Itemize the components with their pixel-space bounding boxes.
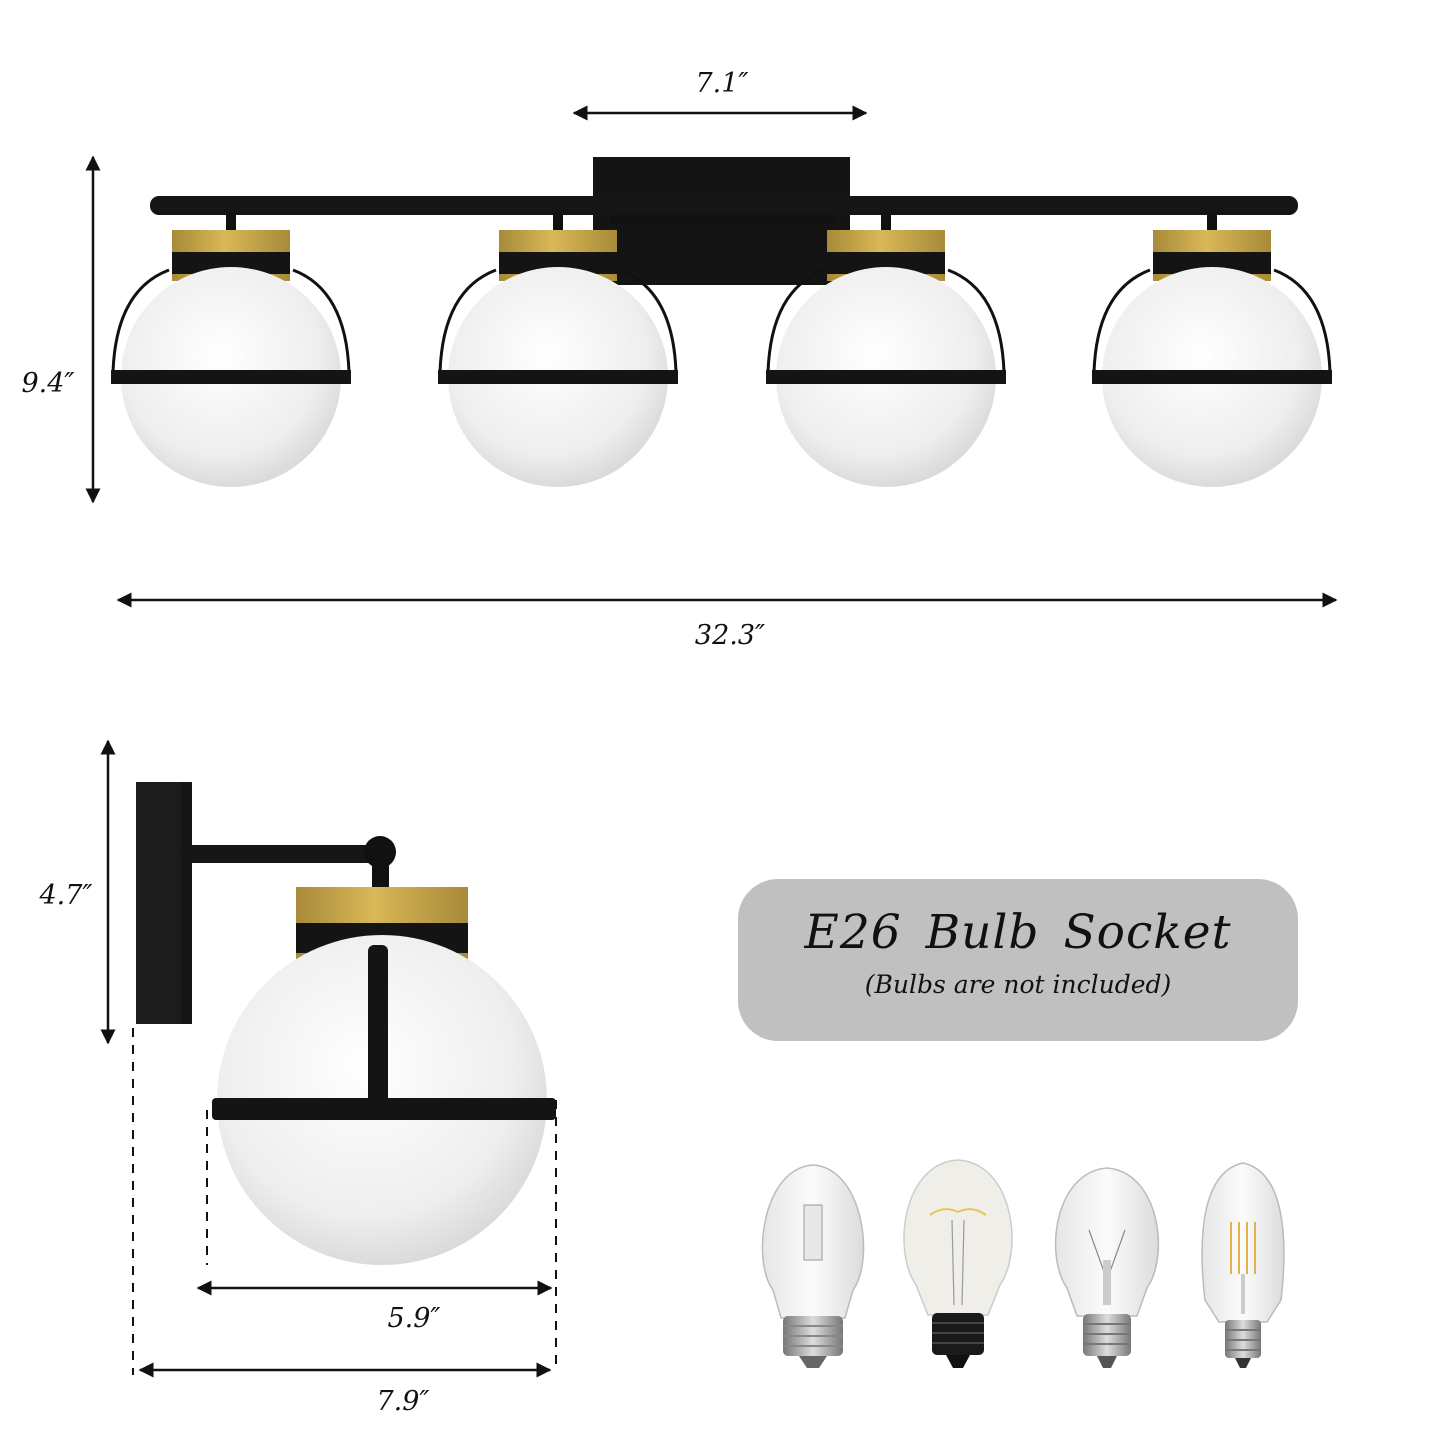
- fixture-3: [766, 213, 1006, 487]
- bulb-halogen: [761, 1164, 865, 1368]
- dimension-backplate-height: 4.7″: [38, 739, 116, 1045]
- dimension-label: 9.4″: [21, 368, 74, 399]
- socket-subtitle: (Bulbs are not included): [864, 970, 1172, 999]
- compatible-bulbs: [761, 1159, 1285, 1368]
- dimension-globe-diameter: 5.9″: [196, 1280, 553, 1334]
- fixture-2: [438, 213, 678, 487]
- dimension-label: 32.3″: [695, 620, 765, 651]
- dimension-backplate-width: 7.1″: [572, 68, 868, 121]
- front-view: 7.1″ 9.4″ 32.3″: [21, 68, 1338, 651]
- bulb-led-filament: [1201, 1162, 1285, 1368]
- mounting-bar: [150, 196, 1298, 215]
- socket-title: E26 Bulb Socket: [804, 905, 1232, 960]
- socket-info-badge: E26 Bulb Socket (Bulbs are not included): [738, 879, 1298, 1041]
- bulb-incandescent-frosted: [903, 1159, 1013, 1368]
- dimension-overall-width: 32.3″: [116, 592, 1338, 651]
- fixture-1: [111, 213, 351, 487]
- dimension-label: 7.1″: [695, 68, 748, 99]
- dimension-height: 9.4″: [21, 155, 101, 504]
- bulb-incandescent-clear: [1054, 1167, 1160, 1368]
- side-view: 4.7″ 5.9″ 7.9″: [38, 739, 557, 1417]
- dimension-label: 5.9″: [387, 1303, 440, 1334]
- arm: [180, 845, 380, 863]
- fixture-4: [1092, 213, 1332, 487]
- dimension-label: 4.7″: [38, 880, 92, 911]
- dimension-label: 7.9″: [376, 1386, 429, 1417]
- dimension-extension: 7.9″: [138, 1362, 552, 1417]
